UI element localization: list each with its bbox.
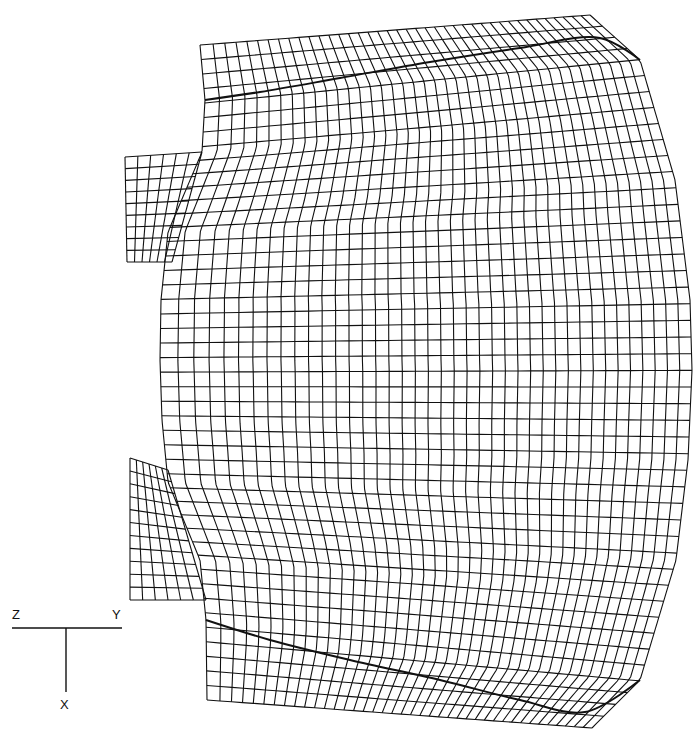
mesh-line [387, 31, 424, 714]
mesh-line [193, 140, 663, 174]
mesh-line [406, 29, 447, 715]
mesh-line [490, 23, 556, 721]
mesh-line [508, 21, 580, 722]
mesh-line [163, 430, 689, 437]
mesh-line [160, 45, 207, 700]
mesh-line [161, 386, 691, 387]
mesh-line [160, 370, 692, 372]
fold-line [206, 620, 640, 713]
mesh-line [554, 18, 643, 726]
mesh-line [161, 320, 691, 328]
axis-line [12, 627, 122, 628]
mesh-line [453, 26, 505, 719]
mesh-line [368, 32, 401, 712]
mesh-line [160, 337, 691, 343]
mesh-line [178, 44, 221, 701]
mesh-line [201, 26, 602, 59]
mesh-line [319, 36, 342, 709]
mesh-line [187, 156, 668, 188]
tab-mesh-line [135, 156, 138, 262]
mesh-line [472, 24, 531, 719]
mesh-line [295, 37, 319, 707]
tab-mesh-line [168, 470, 206, 600]
mesh-line [425, 28, 470, 716]
mesh-line [162, 416, 690, 421]
mesh-line [164, 445, 688, 454]
tab-mesh-line [125, 157, 127, 262]
tab-mesh-line [150, 155, 164, 263]
mesh-line [434, 27, 481, 717]
mesh-line [481, 23, 543, 720]
mesh-line [209, 42, 247, 702]
mesh-line [329, 35, 354, 709]
axis-line [65, 628, 66, 692]
mesh-line [176, 188, 676, 214]
tab-mesh-line [129, 458, 130, 600]
tab-mesh-line [162, 468, 194, 600]
axis-label: X [60, 698, 69, 711]
mesh-line [207, 685, 604, 716]
tab-mesh-line [136, 460, 142, 600]
mesh-line [545, 18, 631, 724]
mesh-line [161, 287, 688, 299]
mesh-line [377, 31, 412, 712]
mesh-line [239, 41, 271, 705]
mesh-line [499, 22, 568, 722]
tab-mesh-line [142, 155, 151, 262]
mesh-line [581, 16, 680, 728]
mesh-line [181, 172, 672, 201]
mesh-line [358, 33, 389, 712]
mesh-line [198, 124, 658, 161]
mesh-line [163, 271, 687, 285]
axis-label: Z [12, 608, 20, 621]
mesh-line [444, 26, 494, 717]
mesh-line [207, 671, 616, 705]
mesh-line [348, 34, 377, 711]
mesh-line [590, 15, 692, 728]
fold-line [205, 37, 640, 100]
mesh-line [416, 28, 459, 715]
mesh-line [397, 30, 436, 714]
mesh-line [339, 34, 366, 710]
mesh-line [200, 15, 590, 45]
tab-mesh-line [157, 154, 176, 262]
mesh-line [462, 25, 518, 719]
mesh-line [161, 304, 690, 314]
tab-mesh-line [143, 462, 156, 600]
mesh-line [166, 459, 687, 470]
mesh-line [194, 43, 234, 702]
mesh-line [536, 19, 618, 724]
tab-mesh-line [172, 152, 202, 262]
mesh-line [192, 542, 673, 570]
mesh-line [187, 528, 677, 553]
mesh-line [572, 16, 667, 726]
axis-triad [12, 628, 122, 692]
mesh-line [167, 221, 680, 242]
mesh-grid [125, 15, 692, 728]
mesh-line [308, 37, 330, 708]
mesh-line [281, 38, 306, 706]
mesh-line [181, 515, 678, 537]
mesh-line [563, 17, 655, 726]
mesh-line [176, 501, 681, 520]
mesh-line [161, 401, 690, 403]
mesh-line [518, 21, 594, 723]
axis-label: Y [112, 608, 121, 621]
mesh-line [160, 354, 691, 358]
